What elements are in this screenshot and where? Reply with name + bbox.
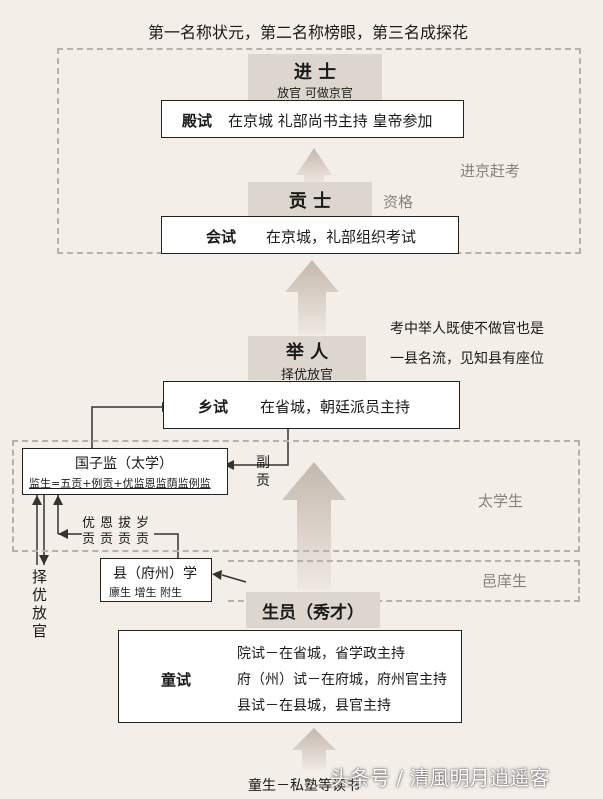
tongshi-box: 童试 院试－在省城，省学政主持 府（州）试－在府城，府州官主持 县试－在县城，县…: [118, 630, 462, 723]
huishi-desc: 在京城，礼部组织考试: [266, 228, 417, 246]
shengyuan-tag: 生员（秀才）: [246, 592, 380, 628]
tongshi-line-1: 院试－在省城，省学政主持: [237, 646, 405, 662]
guozijian-desc: 监生=五贡+例贡+优监恩监荫监例监: [29, 477, 211, 490]
fugong-char-2: 贡: [256, 473, 270, 489]
jinshi-title: 进 士: [293, 62, 337, 83]
top-caption: 第一名称状元，第二名称榜眼，第三名成探花: [148, 23, 469, 42]
gongshi-side-label: 资格: [383, 193, 414, 211]
shengyuan-title: 生员（秀才）: [262, 603, 364, 623]
huishi-label: 会试: [206, 228, 237, 246]
juren-note-line2: 一县名流，见知县有座位: [390, 351, 544, 367]
zone-taixue-label: 太学生: [478, 492, 524, 510]
connector-guozijian-to-xiangshi: [91, 406, 162, 448]
arrow-up-large-1: [296, 148, 332, 185]
bottom-tongsheng: 童生－私塾等读书: [248, 778, 360, 794]
xiangshi-label: 乡试: [198, 398, 229, 416]
dianshi-box: 殿试 在京城 礼部尚书主持 皇帝参加: [161, 100, 464, 138]
tongshi-label: 童试: [161, 671, 192, 689]
watermark: 头条号 / 清風明月逍遥客: [330, 766, 550, 790]
guozijian-title: 国子监（太学）: [75, 456, 173, 472]
dianshi-desc: 在京城 礼部尚书主持 皇帝参加: [228, 112, 433, 130]
connector-fugong: [234, 420, 289, 466]
arrow-up-large-2: [285, 260, 339, 335]
gongshi-title: 贡 士: [288, 191, 332, 212]
juren-note-line1: 考中举人既使不做官也是: [390, 321, 544, 337]
xiangshi-desc: 在省城，朝廷派员主持: [260, 398, 411, 416]
fugong-char-1: 副: [256, 455, 270, 471]
zeyou-char-1: 择: [32, 568, 48, 586]
arrow-up-large-3: [282, 462, 346, 590]
jinshi-tag: 进 士 放官 可做京官: [248, 54, 382, 100]
juren-subtitle: 择优放官: [280, 368, 333, 383]
xianxue-box: 县（府州）学 廪生 增生 附生: [100, 558, 212, 602]
xiangshi-box: 乡试 在省城，朝廷派员主持: [163, 381, 460, 429]
xianxue-desc: 廪生 增生 附生: [109, 586, 182, 599]
youen-line2: 贡贡贡贡: [82, 528, 155, 547]
youen-line1: 优恩拔岁: [82, 516, 155, 531]
zone-yixiang-label: 邑庠生: [482, 572, 528, 590]
gongshi-tag: 贡 士: [248, 182, 372, 216]
jinshi-subtitle: 放官 可做京官: [277, 86, 353, 100]
guozijian-box: 国子监（太学） 监生=五贡+例贡+优监恩监荫监例监: [22, 448, 228, 495]
arrow-up-large-4: [292, 728, 336, 770]
zone-jingcheng-label: 进京赶考: [460, 162, 521, 180]
juren-tag: 举 人 择优放官: [248, 336, 366, 383]
zone-taixue: [12, 440, 580, 552]
xianxue-title: 县（府州）学: [113, 566, 197, 582]
tongshi-line-2: 府（州）试－在府城，府州官主持: [237, 672, 447, 688]
zone-yixiang: [228, 560, 580, 602]
huishi-box: 会试 在京城，礼部组织考试: [161, 216, 459, 254]
connector-shengyuan-to-xianxue: [221, 574, 247, 583]
zeyou-char-3: 放: [32, 604, 48, 622]
zeyou-char-4: 官: [32, 622, 48, 640]
dianshi-label: 殿试: [182, 112, 213, 130]
juren-title: 举 人: [285, 342, 329, 363]
tongshi-line-3: 县试－在县城，县官主持: [237, 698, 391, 714]
zeyou-char-2: 优: [32, 586, 48, 604]
